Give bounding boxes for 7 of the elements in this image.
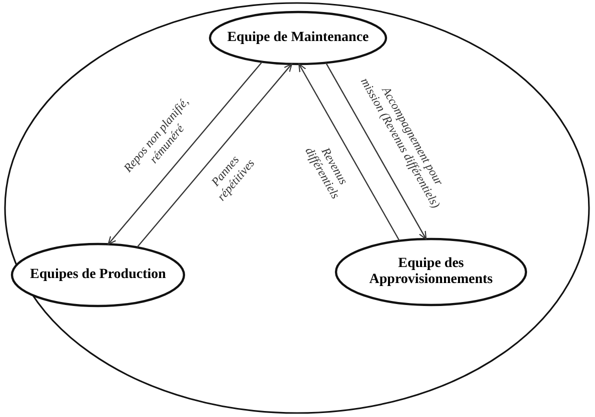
team-name: Equipes de Production — [30, 266, 166, 284]
team-name: Equipe des Approvisionnements — [368, 256, 494, 288]
arrow — [298, 63, 400, 242]
arrow — [325, 62, 427, 240]
arrow — [136, 63, 292, 248]
team-name: Equipe de Maintenance — [227, 30, 369, 46]
arrow — [108, 61, 263, 245]
